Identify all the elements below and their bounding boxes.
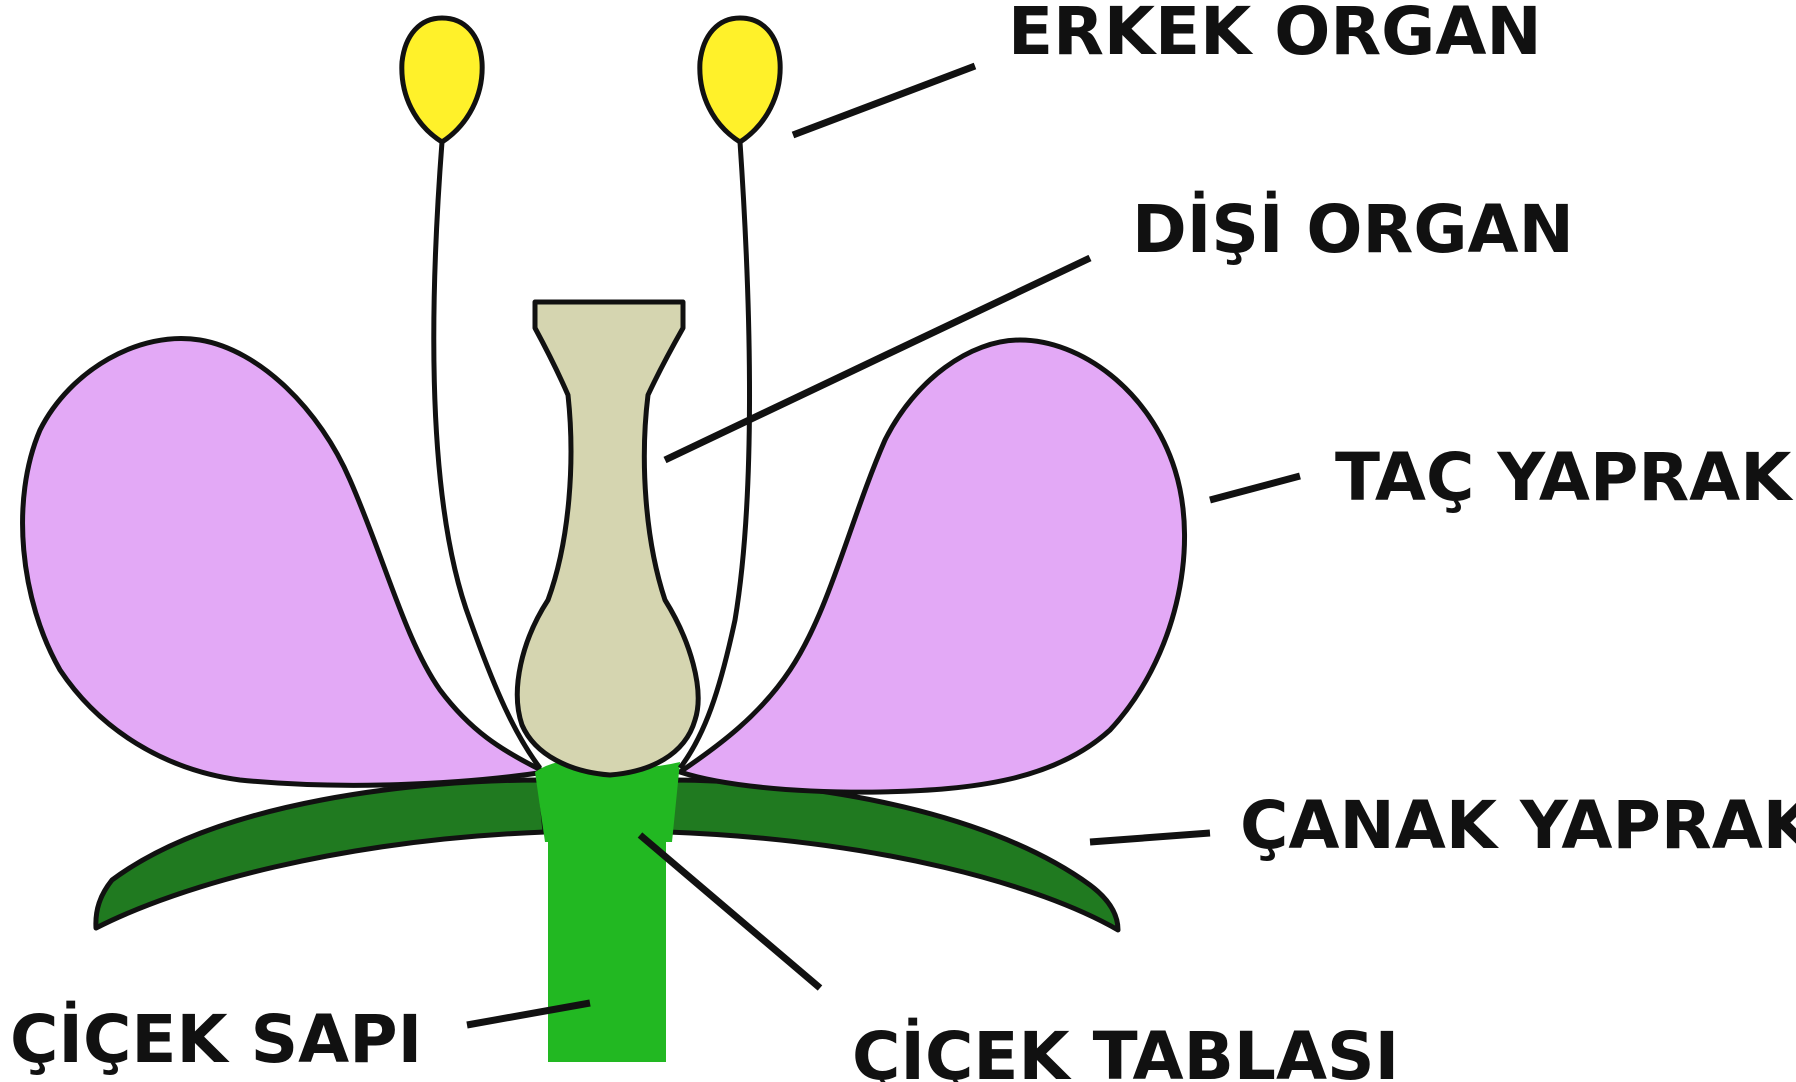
label-erkek-organ: ERKEK ORGAN: [1008, 0, 1542, 70]
petal-left: [23, 338, 545, 785]
label-disi-organ: DİŞİ ORGAN: [1132, 191, 1574, 268]
leader-tac-yaprak: [1210, 476, 1300, 500]
label-cicek-sapi: ÇİÇEK SAPI: [10, 1001, 422, 1078]
label-cicek-tablasi: ÇİÇEK TABLASI: [852, 1018, 1399, 1082]
leader-canak-yaprak: [1090, 833, 1210, 842]
sepal-right: [668, 780, 1118, 930]
leader-erkek-organ: [793, 66, 975, 135]
anther-left: [402, 18, 482, 142]
sepal-left: [96, 780, 545, 928]
petal-right: [680, 340, 1185, 792]
leader-cicek-tablasi: [640, 835, 820, 988]
anther-right: [700, 18, 780, 142]
pistil: [517, 302, 698, 775]
label-tac-yaprak: TAÇ YAPRAK: [1335, 439, 1794, 516]
label-canak-yaprak: ÇANAK YAPRAK: [1240, 787, 1796, 864]
